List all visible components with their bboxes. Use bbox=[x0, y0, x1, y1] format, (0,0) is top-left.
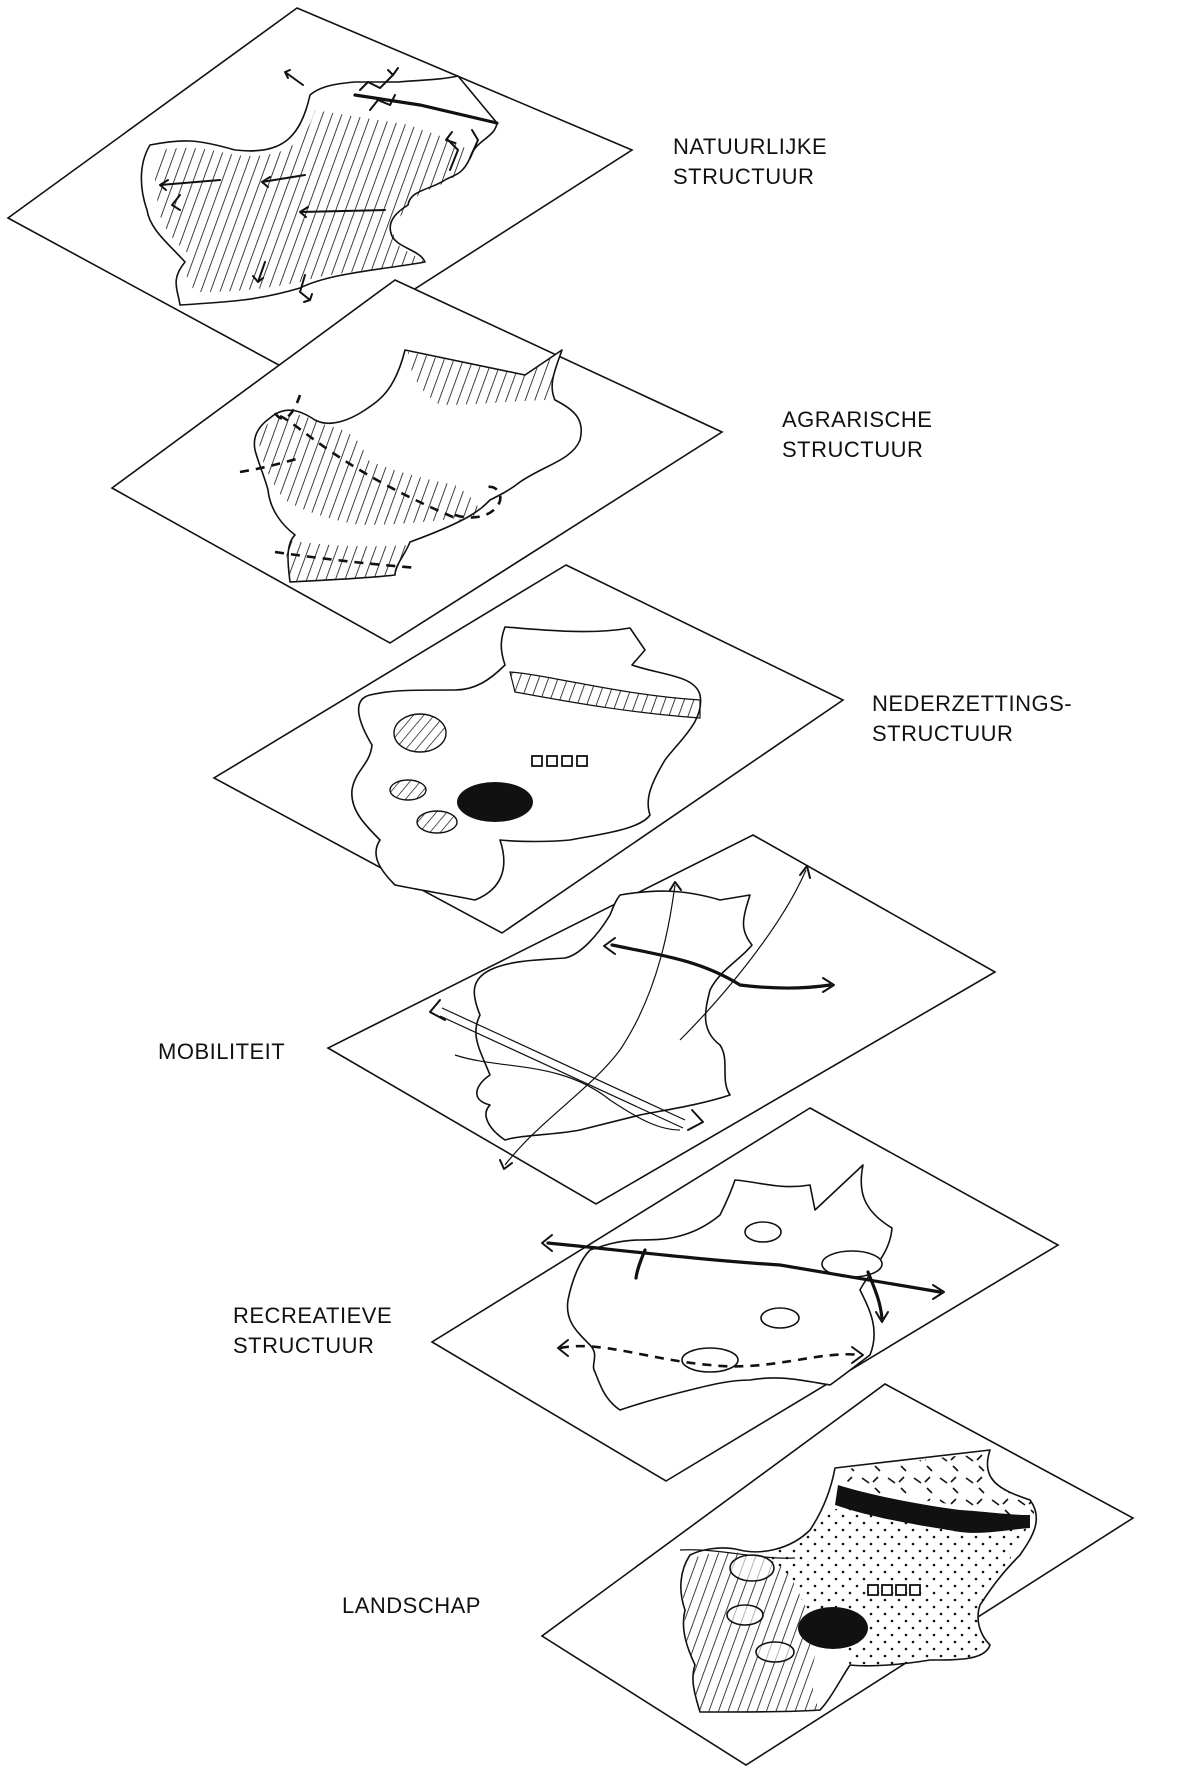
label-line: STRUCTUUR bbox=[673, 162, 827, 192]
label-agrarische-structuur: AGRARISCHE STRUCTUUR bbox=[782, 405, 932, 465]
label-line: AGRARISCHE bbox=[782, 405, 932, 435]
layer-agrarische-plane bbox=[112, 280, 722, 643]
nederzetting-hatched-blob bbox=[394, 714, 446, 752]
layer-natuurlijke-plane bbox=[8, 8, 632, 370]
recreatie-oval-top bbox=[745, 1222, 781, 1242]
recreatie-oval-bottom bbox=[682, 1348, 738, 1372]
recreatie-oval-center bbox=[761, 1308, 799, 1328]
label-line: STRUCTUUR bbox=[872, 719, 1072, 749]
label-nederzettingsstructuur: NEDERZETTINGS- STRUCTUUR bbox=[872, 689, 1072, 749]
label-line: NATUURLIJKE bbox=[673, 132, 827, 162]
landschap-oval-a bbox=[730, 1555, 774, 1581]
label-line: STRUCTUUR bbox=[233, 1331, 392, 1361]
landschap-oval-b bbox=[727, 1605, 763, 1625]
label-recreatieve-structuur: RECREATIEVE STRUCTUUR bbox=[233, 1301, 392, 1361]
landschap-black-blob bbox=[798, 1607, 868, 1649]
recreatie-region-outline bbox=[567, 1165, 892, 1410]
label-line: NEDERZETTINGS- bbox=[872, 689, 1072, 719]
label-line: MOBILITEIT bbox=[158, 1037, 285, 1067]
nederzetting-small-oval-a bbox=[390, 780, 426, 800]
label-line: LANDSCHAP bbox=[342, 1591, 481, 1621]
nederzetting-black-blob bbox=[457, 782, 533, 822]
label-landschap: LANDSCHAP bbox=[342, 1591, 481, 1621]
landschap-oval-c bbox=[756, 1642, 794, 1662]
label-line: STRUCTUUR bbox=[782, 435, 932, 465]
label-mobiliteit: MOBILITEIT bbox=[158, 1037, 285, 1067]
label-natuurlijke-structuur: NATUURLIJKE STRUCTUUR bbox=[673, 132, 827, 192]
nederzetting-small-oval-b bbox=[417, 811, 457, 833]
label-line: RECREATIEVE bbox=[233, 1301, 392, 1331]
